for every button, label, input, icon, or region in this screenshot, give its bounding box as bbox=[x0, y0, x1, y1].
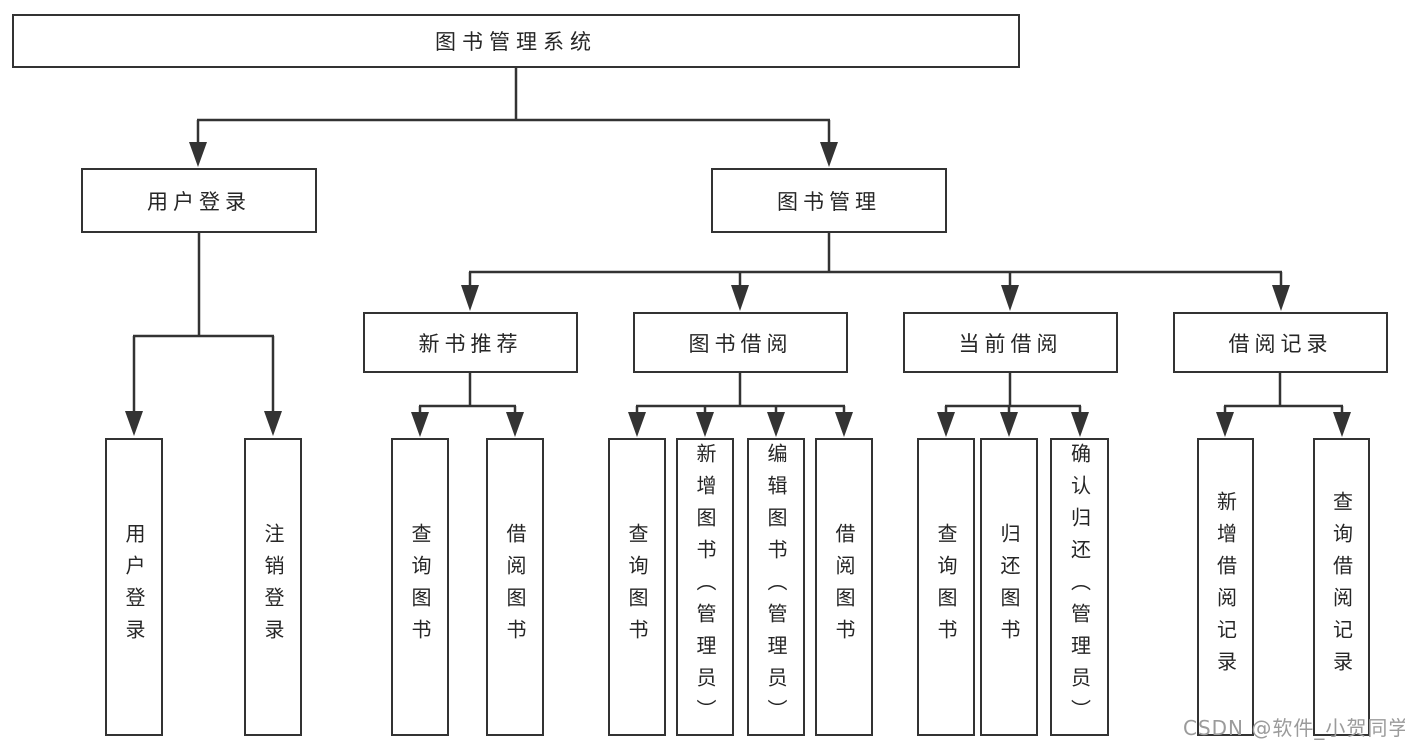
leaf-query-books-borrow: 查询图书 bbox=[608, 438, 666, 736]
node-user-login: 用户登录 bbox=[81, 168, 317, 233]
leaf-label: 新增图书（管理员） bbox=[693, 443, 717, 731]
leaf-label: 编辑图书（管理员） bbox=[764, 443, 788, 731]
node-library-system: 图书管理系统 bbox=[12, 14, 1020, 68]
leaf-label: 查询借阅记录 bbox=[1329, 491, 1354, 683]
node-borrow-records: 借阅记录 bbox=[1173, 312, 1388, 373]
leaf-add-borrow-record: 新增借阅记录 bbox=[1197, 438, 1254, 736]
leaf-add-book-admin: 新增图书（管理员） bbox=[676, 438, 734, 736]
node-book-management: 图书管理 bbox=[711, 168, 947, 233]
leaf-label: 归还图书 bbox=[997, 523, 1021, 651]
leaf-label: 确认归还（管理员） bbox=[1067, 443, 1092, 731]
leaf-borrow-books-recommend: 借阅图书 bbox=[486, 438, 544, 736]
node-new-book-recommend: 新书推荐 bbox=[363, 312, 578, 373]
leaf-user-login: 用户登录 bbox=[105, 438, 163, 736]
leaf-logout: 注销登录 bbox=[244, 438, 302, 736]
leaf-label: 查询图书 bbox=[934, 523, 958, 651]
leaf-borrow-books: 借阅图书 bbox=[815, 438, 873, 736]
leaf-label: 查询图书 bbox=[625, 523, 649, 651]
leaf-label: 用户登录 bbox=[122, 523, 146, 651]
leaf-edit-book-admin: 编辑图书（管理员） bbox=[747, 438, 805, 736]
leaf-confirm-return-admin: 确认归还（管理员） bbox=[1050, 438, 1109, 736]
leaf-query-books-current: 查询图书 bbox=[917, 438, 975, 736]
leaf-query-books-recommend: 查询图书 bbox=[391, 438, 449, 736]
node-book-borrow: 图书借阅 bbox=[633, 312, 848, 373]
leaf-label: 借阅图书 bbox=[832, 523, 856, 651]
leaf-return-book: 归还图书 bbox=[980, 438, 1038, 736]
leaf-label: 注销登录 bbox=[261, 523, 285, 651]
leaf-query-borrow-record: 查询借阅记录 bbox=[1313, 438, 1370, 736]
leaf-label: 借阅图书 bbox=[503, 523, 527, 651]
node-current-borrow: 当前借阅 bbox=[903, 312, 1118, 373]
leaf-label: 查询图书 bbox=[408, 523, 432, 651]
leaf-label: 新增借阅记录 bbox=[1213, 491, 1238, 683]
watermark: CSDN @软件_小贺同学 bbox=[1183, 716, 1405, 740]
